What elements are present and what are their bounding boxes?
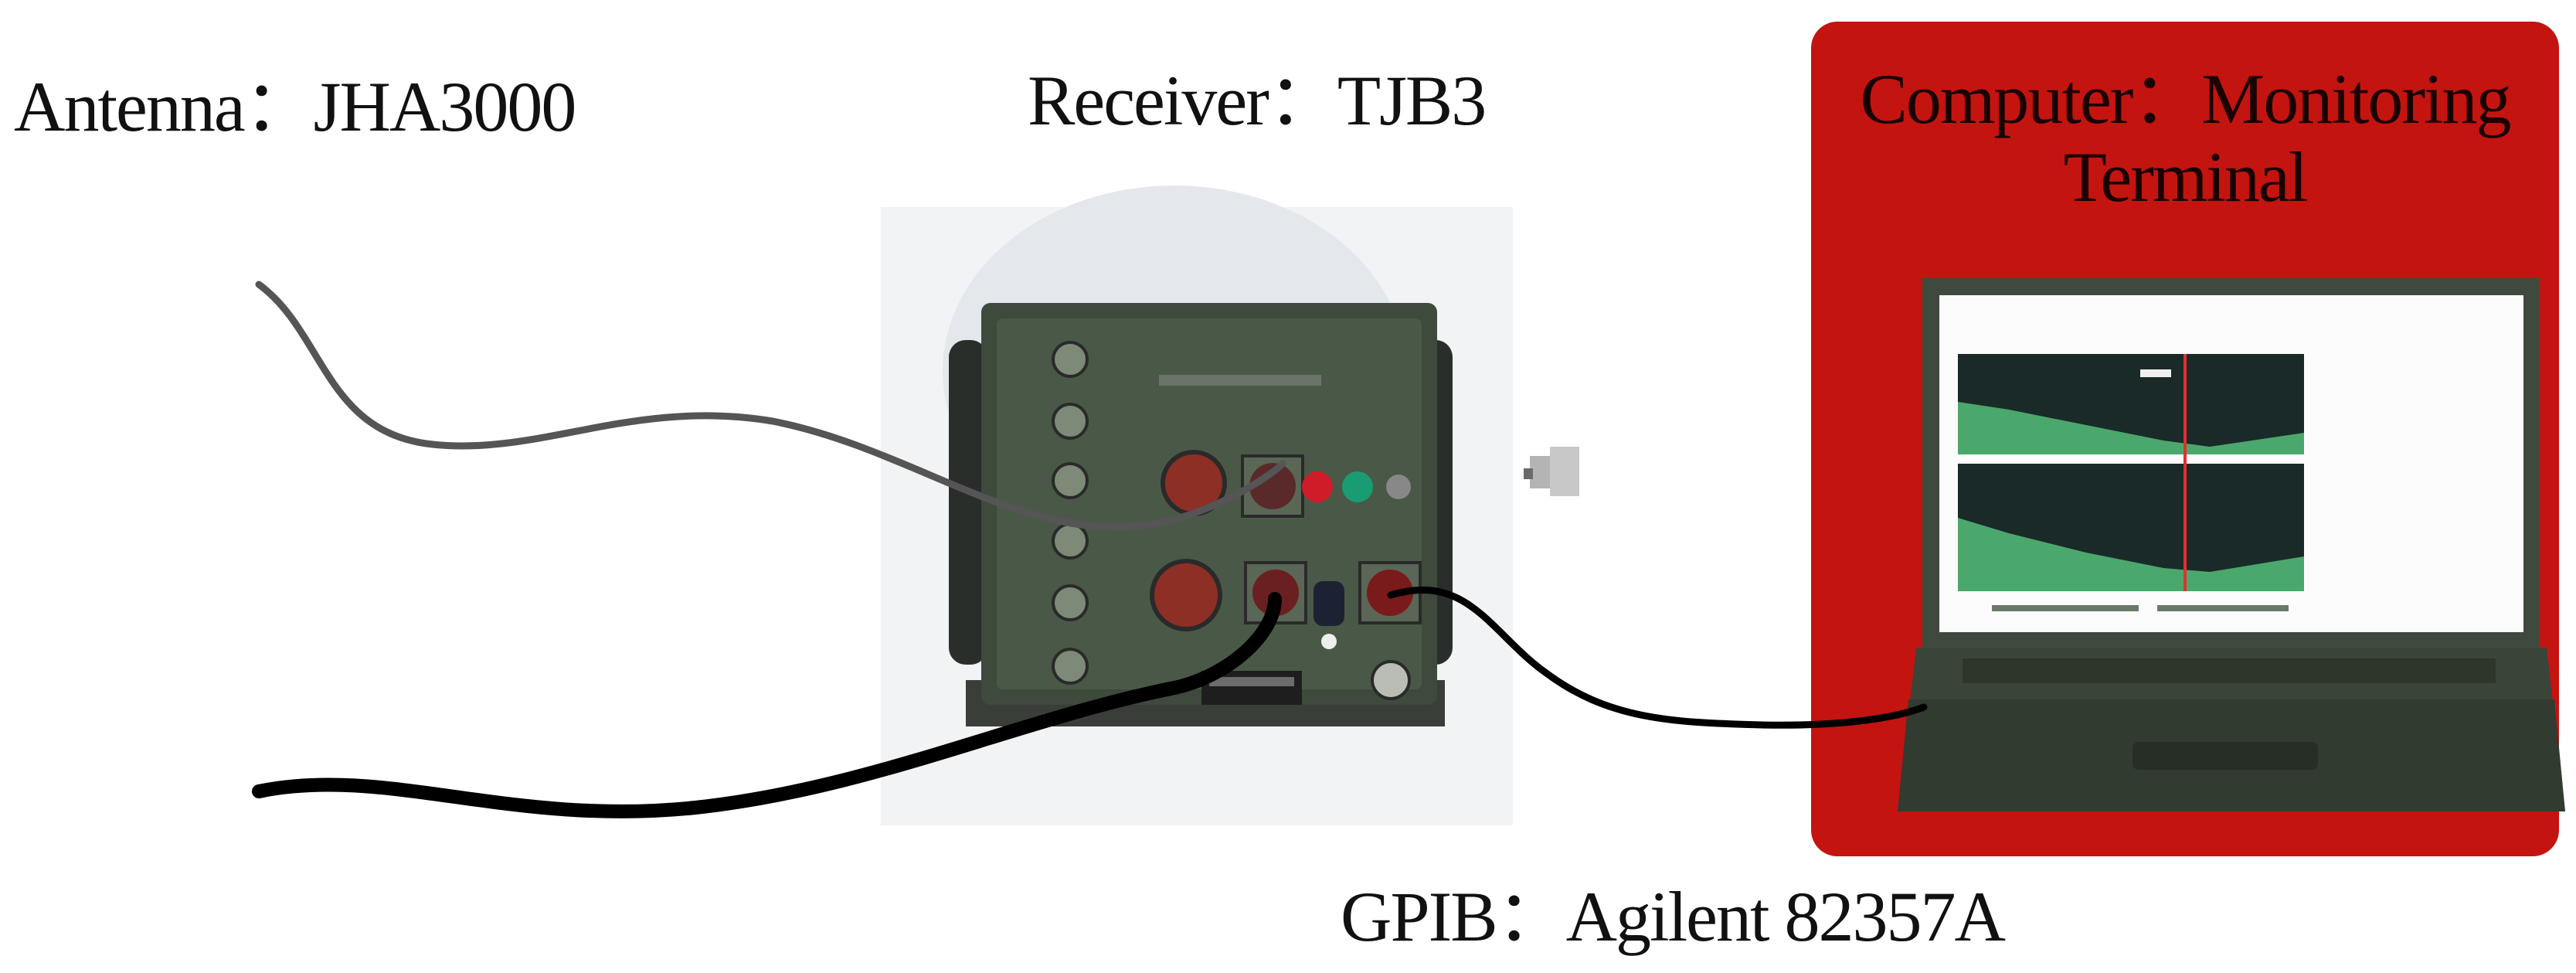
adapter-icon: [1524, 447, 1579, 496]
receiver-icon: [881, 185, 1513, 825]
gpib-cable: [1387, 587, 1928, 729]
computer-label: Computer：Monitoring Terminal: [1811, 60, 2559, 216]
gpib-label: GPIB：Agilent 82357A: [1341, 877, 2006, 956]
computer-label-line2: Terminal: [2063, 138, 2309, 217]
antenna-label: Antenna：JHA3000: [14, 67, 576, 146]
antenna-cable: [255, 281, 1286, 531]
computer-icon: [1898, 278, 2565, 811]
power-cable: [252, 592, 1282, 818]
receiver-label: Receiver：TJB3: [1028, 61, 1487, 140]
computer-label-line1: Computer：Monitoring: [1860, 60, 2511, 138]
